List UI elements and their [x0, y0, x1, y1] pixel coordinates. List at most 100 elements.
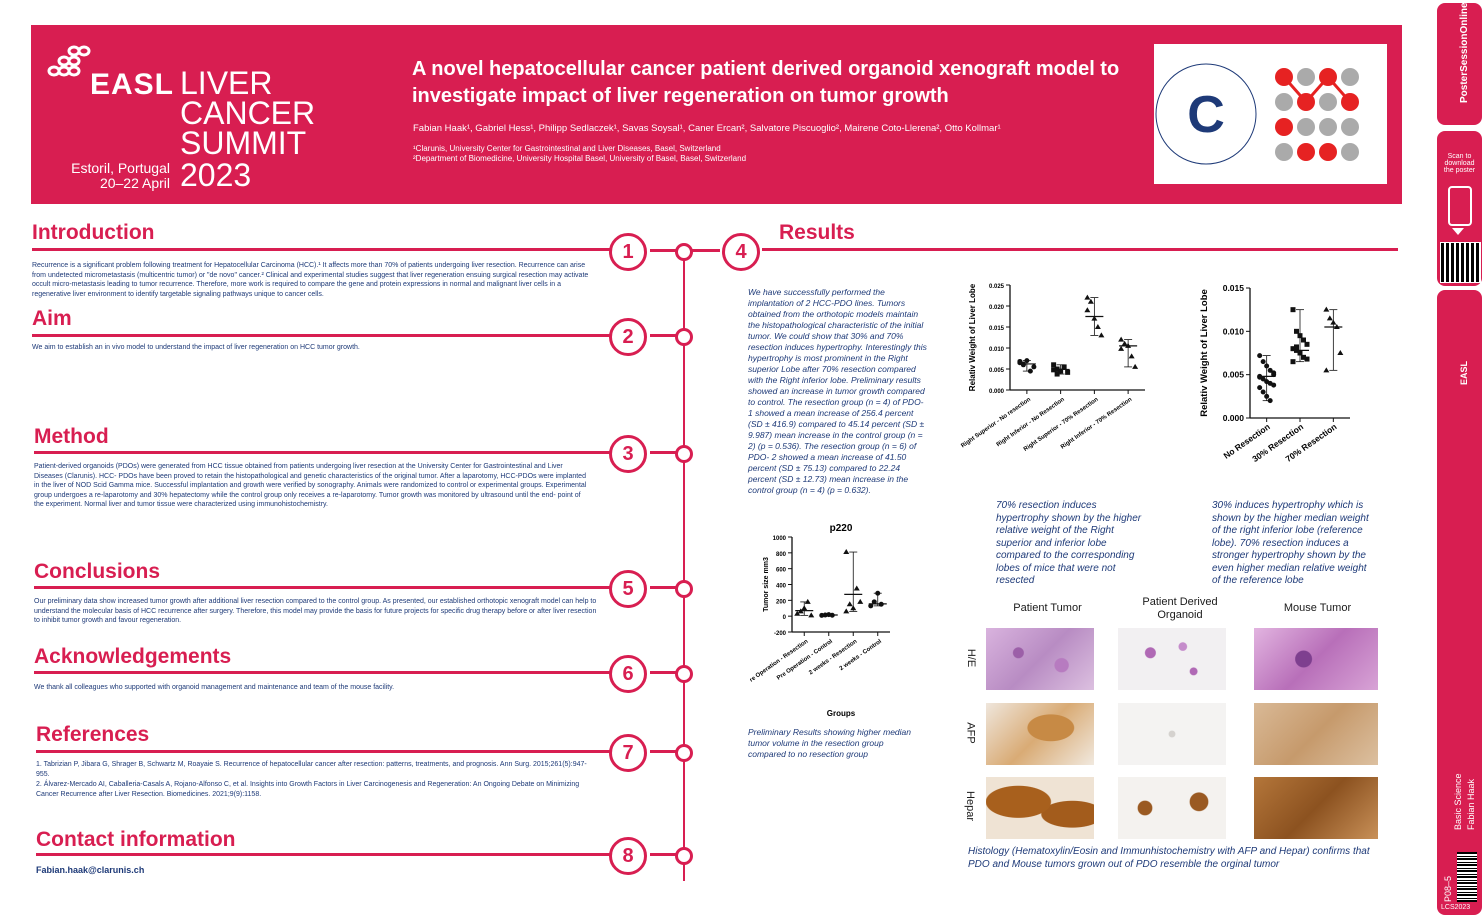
- download-panel: Scan to download the poster: [1437, 131, 1482, 286]
- data-point: [843, 608, 850, 614]
- data-point: [1098, 332, 1105, 338]
- data-point: [1260, 389, 1266, 395]
- data-point: [1290, 359, 1296, 365]
- data-point: [1271, 370, 1277, 376]
- section-divider: [32, 334, 612, 337]
- data-point: [804, 598, 811, 604]
- y-tick-label: 0.000: [1223, 413, 1245, 423]
- histo-hepar-patient-image: [986, 777, 1094, 839]
- chart-title: p220: [830, 523, 853, 534]
- connector-line: [650, 586, 680, 589]
- data-point: [1260, 359, 1266, 365]
- connector-line: [650, 853, 680, 856]
- reference-1: 1. Tabrizian P, Jibara G, Shrager B, Sch…: [36, 761, 587, 778]
- clarunis-logo-icon: C: [1155, 63, 1359, 165]
- connector-line: [650, 451, 680, 454]
- svg-text:PosterSessionOnline: PosterSessionOnline: [1459, 3, 1470, 103]
- svg-text:EASL: EASL: [1459, 360, 1469, 385]
- y-tick-label: 0.010: [1223, 326, 1245, 336]
- connector-line: [650, 334, 680, 337]
- connector-line: [650, 750, 680, 753]
- y-tick-label: 0.025: [989, 284, 1005, 290]
- poster-code: LCS2023: [1441, 904, 1471, 911]
- data-point: [1323, 367, 1330, 373]
- y-tick-label: 0.010: [989, 347, 1005, 353]
- y-tick-label: 600: [776, 568, 787, 574]
- lobe-70-caption: 70% resection induces hypertrophy shown …: [996, 500, 1142, 586]
- section-divider: [762, 248, 1398, 251]
- section-number-1: 1: [609, 233, 647, 271]
- section-title-conclusions: Conclusions: [34, 560, 161, 583]
- easl-logo-icon: [47, 45, 91, 77]
- section-title-introduction: Introduction: [32, 221, 155, 244]
- data-point: [1031, 364, 1037, 370]
- affiliation-2: ²Department of Biomedicine, University H…: [413, 154, 747, 163]
- data-point: [1087, 298, 1094, 304]
- data-point: [1294, 328, 1299, 334]
- data-point: [1326, 315, 1333, 321]
- data-point: [1257, 374, 1263, 380]
- poster-id: P08–5: [1443, 875, 1453, 902]
- poster-category: Basic Science: [1453, 773, 1463, 830]
- timeline-line: [683, 251, 685, 881]
- aim-text: We aim to establish an in vivo model to …: [32, 344, 360, 351]
- section-number-8: 8: [609, 837, 647, 875]
- data-point: [1132, 363, 1139, 369]
- section-number-6: 6: [609, 655, 647, 693]
- y-axis-label: Relativ Weight of Liver Lobe: [968, 283, 977, 391]
- qr-code-icon[interactable]: [1440, 242, 1481, 283]
- histology-caption: Histology (Hematoxylin/Eosin and Immunhi…: [968, 846, 1370, 870]
- data-point: [1128, 353, 1135, 359]
- data-point: [846, 601, 853, 607]
- barcode-icon: [1457, 852, 1477, 902]
- section-title-contact: Contact information: [36, 828, 236, 851]
- histo-row-hepar: Hepar: [963, 791, 976, 821]
- x-axis-label: Groups: [827, 709, 856, 718]
- institution-logo-box: C: [1153, 43, 1388, 185]
- x-tick-label: Right Superior - No resection: [960, 397, 1032, 450]
- summit-logo-small-icon: EASL: [1459, 360, 1469, 385]
- summit-word-cancer: CANCER: [180, 95, 316, 131]
- data-point: [1304, 356, 1310, 362]
- section-title-results: Results: [779, 221, 855, 244]
- histo-hepar-organoid-image: [1118, 777, 1226, 839]
- data-point: [1061, 364, 1067, 370]
- poster-info-strip: EASL Basic Science Fabian Haak P08–5 LCS…: [1437, 290, 1482, 915]
- data-point: [1301, 337, 1306, 343]
- histo-col-mouse-tumor: Mouse Tumor: [1283, 602, 1352, 614]
- poster-title: A novel hepatocellular cancer patient de…: [412, 58, 1120, 107]
- section-number-2: 2: [609, 318, 647, 356]
- histo-afp-mouse-image: [1254, 703, 1378, 765]
- histo-afp-patient-image: [986, 703, 1094, 765]
- timeline-node: [675, 445, 693, 463]
- data-point: [1290, 307, 1296, 313]
- y-tick-label: 0.005: [1223, 370, 1245, 380]
- y-tick-label: 0.015: [1223, 283, 1245, 293]
- summit-word-summit: SUMMIT: [180, 125, 307, 161]
- timeline-node: [675, 580, 693, 598]
- section-divider: [34, 671, 612, 674]
- y-tick-label: 0.005: [989, 368, 1005, 374]
- conclusions-text: Our preliminary data show increased tumo…: [34, 598, 597, 624]
- poster-authors: Fabian Haak¹, Gabriel Hess¹, Philipp Sed…: [413, 123, 1001, 134]
- data-point: [868, 603, 874, 609]
- section-number-5: 5: [609, 570, 647, 608]
- data-point: [843, 549, 850, 555]
- poster-online-logo-icon: PosterSessionOnline: [1459, 2, 1470, 103]
- histo-he-organoid-image: [1118, 628, 1226, 690]
- introduction-text: Recurrence is a significant problem foll…: [32, 262, 589, 298]
- y-axis-label: Tumor size mm3: [763, 557, 770, 612]
- y-tick-label: 0.015: [989, 326, 1005, 332]
- contact-email[interactable]: Fabian.haak@clarunis.ch: [36, 865, 145, 875]
- y-tick-label: -200: [774, 631, 787, 637]
- data-point: [1084, 307, 1091, 313]
- data-point: [1051, 362, 1057, 368]
- section-title-aim: Aim: [32, 307, 72, 330]
- y-tick-label: 0.020: [989, 305, 1005, 311]
- timeline-node: [675, 744, 693, 762]
- data-point: [808, 612, 815, 618]
- connector-line: [650, 671, 680, 674]
- data-point: [871, 599, 877, 605]
- method-text: Patient-derived organoids (PDOs) were ge…: [34, 463, 587, 508]
